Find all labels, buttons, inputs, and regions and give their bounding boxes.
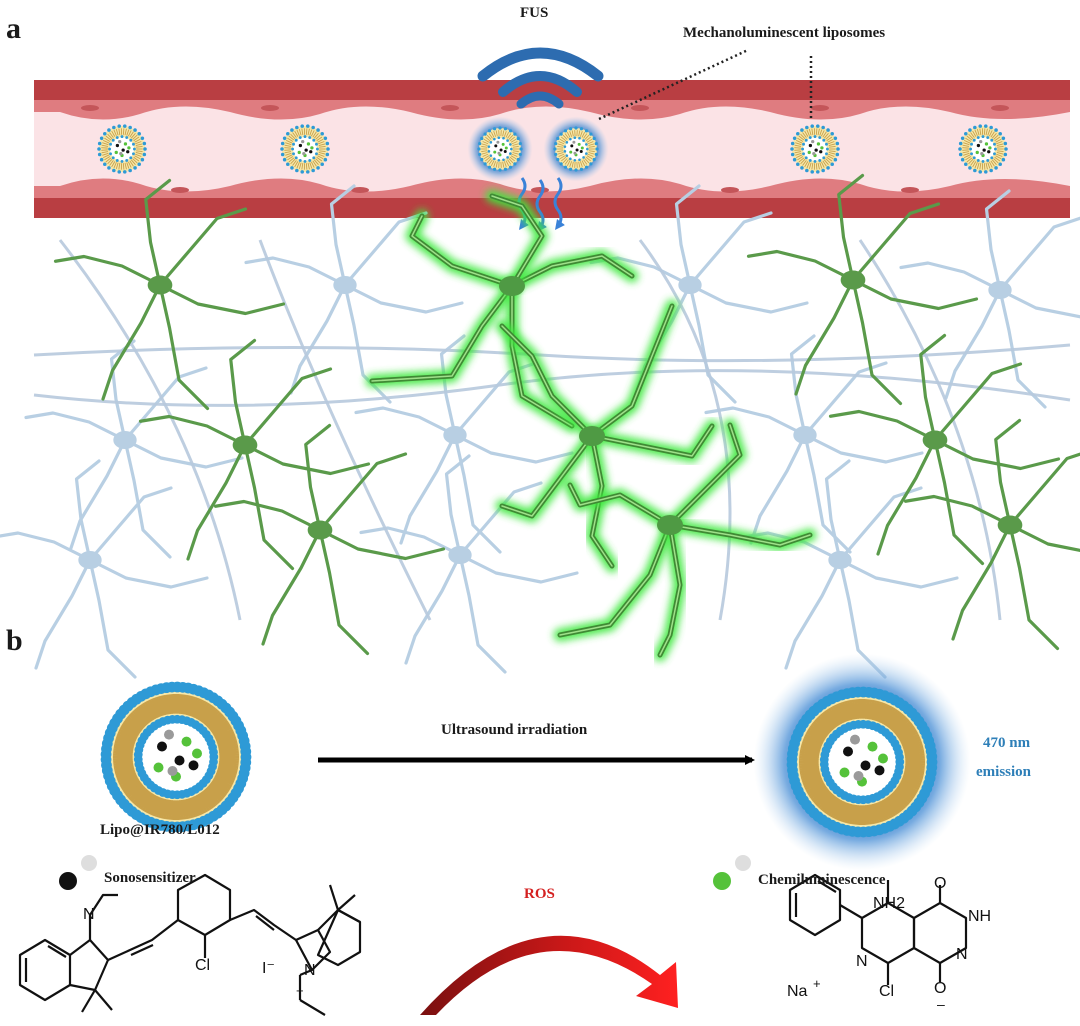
liposome-icon bbox=[467, 116, 532, 181]
neuron-icon bbox=[26, 341, 242, 557]
emission-wavelength: 470 nm bbox=[983, 735, 1030, 752]
nerve-fiber bbox=[34, 345, 1070, 361]
l012-o-charge: – bbox=[937, 996, 945, 1012]
shadow-dot-icon bbox=[81, 855, 97, 871]
neuron-icon bbox=[246, 186, 462, 402]
panel-a-label: a bbox=[6, 12, 21, 46]
l012-n-az: N bbox=[956, 946, 968, 964]
ir780-plus: + bbox=[296, 983, 304, 998]
chemiluminescence-label: Chemiluminescence bbox=[758, 872, 885, 889]
liposome-icon bbox=[543, 116, 608, 181]
liposome-icon bbox=[101, 682, 252, 833]
l012-n-ring: N bbox=[856, 953, 868, 971]
chemiluminescence-dot-icon bbox=[713, 872, 731, 890]
ir780-n2: N bbox=[304, 962, 316, 980]
ir780-iodide: I⁻ bbox=[262, 958, 275, 978]
liposome-callout-label: Mechanoluminescent liposomes bbox=[683, 25, 885, 42]
l012-na-charge: + bbox=[813, 976, 821, 991]
ros-label: ROS bbox=[524, 886, 555, 903]
nerve-fiber bbox=[860, 240, 1000, 620]
neuron-icon bbox=[0, 461, 207, 677]
process-label: Ultrasound irradiation bbox=[441, 722, 587, 739]
l012-nh2: NH2 bbox=[873, 895, 905, 913]
liposome-icon bbox=[754, 654, 971, 871]
ir780-structure-icon bbox=[20, 875, 360, 1015]
ros-arrow-icon bbox=[420, 936, 678, 1015]
shadow-dot-icon bbox=[735, 855, 751, 871]
ir780-n1: N bbox=[83, 906, 95, 924]
sonosensitizer-label: Sonosensitizer bbox=[104, 870, 196, 887]
l012-nh: NH bbox=[968, 908, 991, 926]
liposome-name-label: Lipo@IR780/L012 bbox=[100, 822, 220, 839]
liposome-icon bbox=[101, 682, 252, 833]
ir780-cl: Cl bbox=[195, 957, 210, 975]
emission-label: emission bbox=[976, 764, 1031, 781]
l012-cl: Cl bbox=[879, 983, 894, 1001]
panel-b-label: b bbox=[6, 624, 23, 658]
neuron-icon bbox=[372, 196, 632, 426]
l012-na: Na bbox=[787, 983, 807, 1001]
l012-o-top: O bbox=[934, 875, 946, 893]
fus-label: FUS bbox=[520, 5, 548, 22]
neuron-icon bbox=[906, 421, 1080, 649]
sonosensitizer-dot-icon bbox=[59, 872, 77, 890]
neuron-icon bbox=[141, 341, 369, 569]
emitting-liposome-icon bbox=[754, 654, 971, 871]
